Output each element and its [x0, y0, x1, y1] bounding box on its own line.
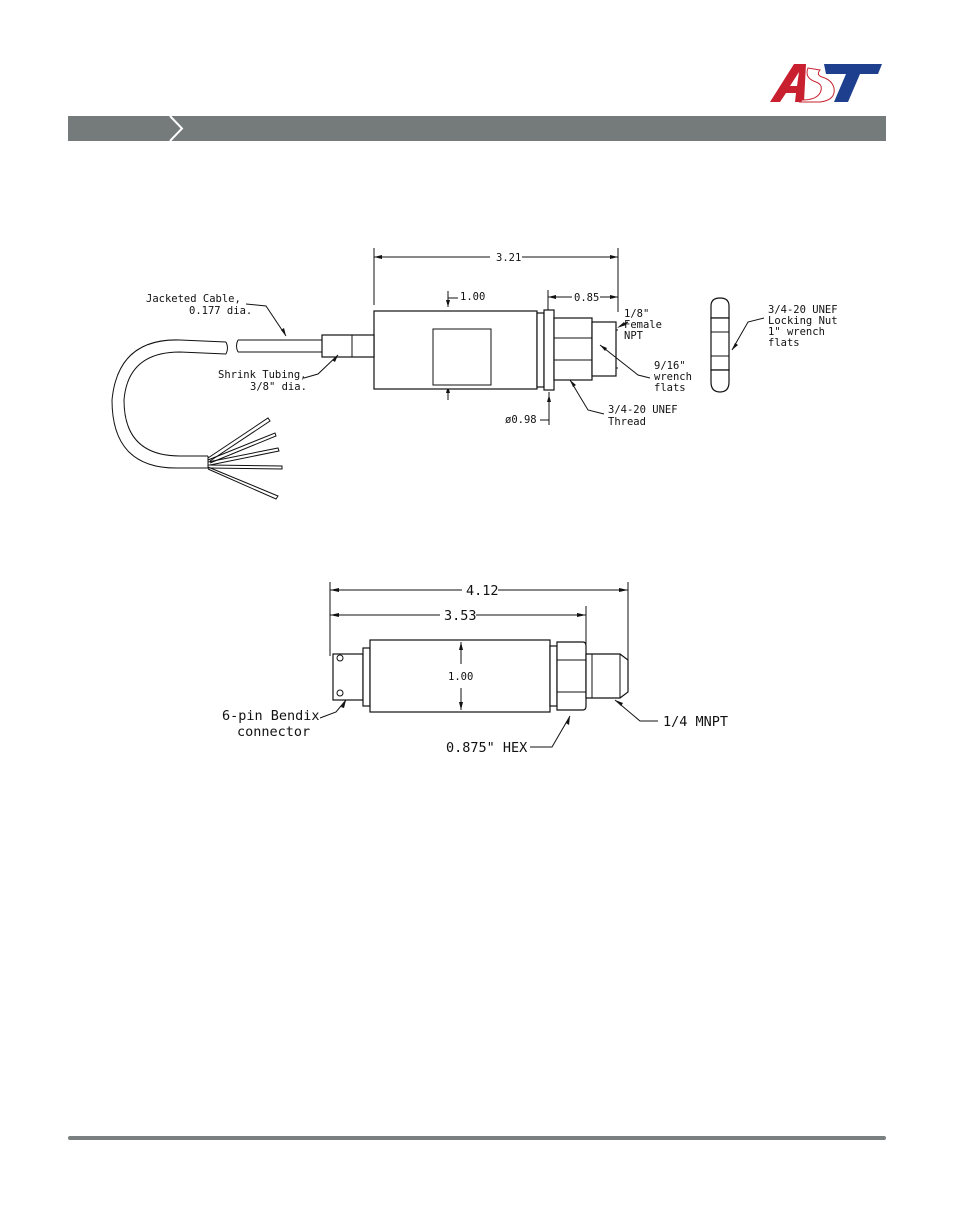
cable-label-2: 0.177 dia. [189, 305, 252, 317]
wrench-label-3: flats [654, 382, 686, 394]
sensor-diagram-cable-version: 3.21 1.00 0.85 ø0.98 [112, 248, 838, 499]
cable-label-1: Jacketed Cable, [146, 293, 241, 305]
shrink-label-2: 3/8" dia. [250, 381, 307, 393]
dim-body-label-2: 3.53 [444, 608, 477, 624]
dim-overall-label-2: 4.12 [466, 583, 499, 599]
npt-label-3: NPT [624, 330, 644, 342]
dim-thread-dia-label: ø0.98 [505, 414, 537, 426]
thread-label-2: Thread [608, 416, 646, 428]
dim-body-label: 1.00 [460, 291, 485, 303]
connector-label-2: connector [237, 724, 310, 740]
locking-nut [711, 298, 729, 392]
dim-overall-label: 3.21 [496, 252, 521, 264]
mnpt-label: 1/4 MNPT [663, 714, 728, 730]
nut-label-4: flats [768, 337, 800, 349]
sensor-diagram-connector-version: 4.12 3.53 1.00 [222, 582, 728, 756]
footer-rule [68, 1136, 886, 1140]
connector-label-1: 6-pin Bendix [222, 708, 320, 724]
dim-fitting-label: 0.85 [574, 292, 599, 304]
hex-label: 0.875" HEX [446, 740, 527, 756]
thread-label-1: 3/4-20 UNEF [608, 404, 678, 416]
shrink-label-1: Shrink Tubing, [218, 369, 307, 381]
dim-diameter-label: 1.00 [448, 671, 473, 683]
